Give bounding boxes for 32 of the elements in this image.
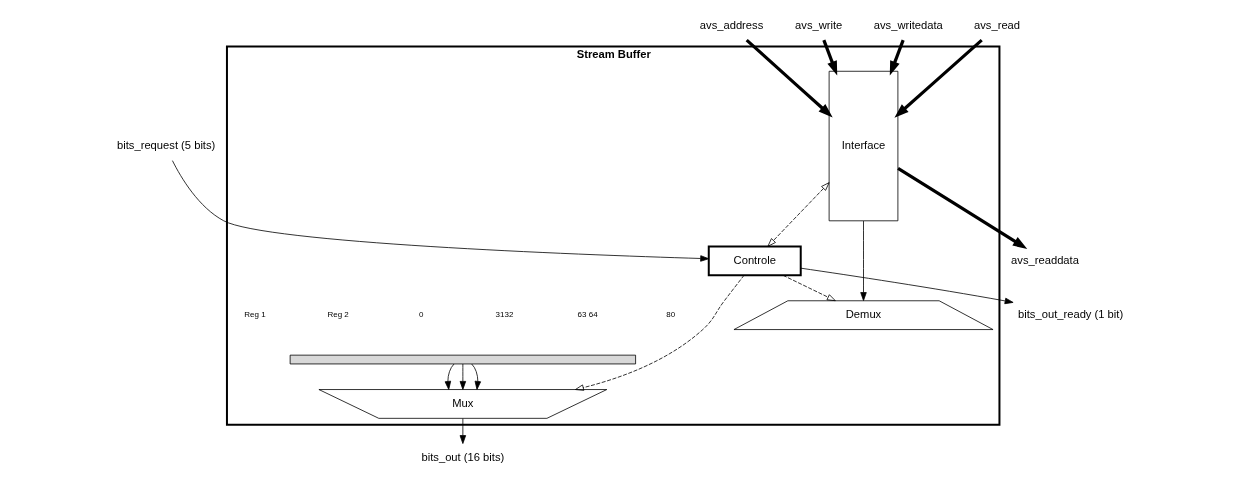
node-text: bits_out_ready (1 bit) xyxy=(1018,308,1124,321)
arrow xyxy=(767,182,830,247)
node-text: avs_writedata xyxy=(873,18,943,31)
node-text: avs_readdata xyxy=(1011,253,1079,266)
node-box: Interface xyxy=(828,70,899,222)
node-text: bits_request (5 bits) xyxy=(117,139,216,151)
arrow xyxy=(459,418,467,444)
arrow xyxy=(745,38,833,118)
label: Reg 1 xyxy=(244,310,266,320)
arrow xyxy=(782,274,836,302)
arrow xyxy=(860,220,867,301)
node-text: bits_out (16 bits) xyxy=(421,451,505,464)
label: 3132 xyxy=(495,310,514,320)
arrow xyxy=(575,274,745,391)
arrow xyxy=(444,363,455,390)
node-text: avs_read xyxy=(974,18,1021,31)
arrow xyxy=(800,267,1014,305)
arrow xyxy=(822,39,838,76)
label: 80 xyxy=(666,310,676,320)
arrow xyxy=(471,363,481,390)
node-bar xyxy=(289,354,636,365)
arrow xyxy=(459,363,467,390)
label: 63 64 xyxy=(577,310,598,320)
label: Reg 2 xyxy=(327,310,349,320)
arrow xyxy=(897,167,1028,249)
label: 0 xyxy=(419,310,424,320)
node-text: avs_write xyxy=(795,18,843,31)
arrow xyxy=(889,39,905,76)
node-text: avs_address xyxy=(699,18,764,31)
arrow xyxy=(172,160,710,262)
node-box: Controle xyxy=(707,245,802,277)
arrow xyxy=(894,38,983,118)
